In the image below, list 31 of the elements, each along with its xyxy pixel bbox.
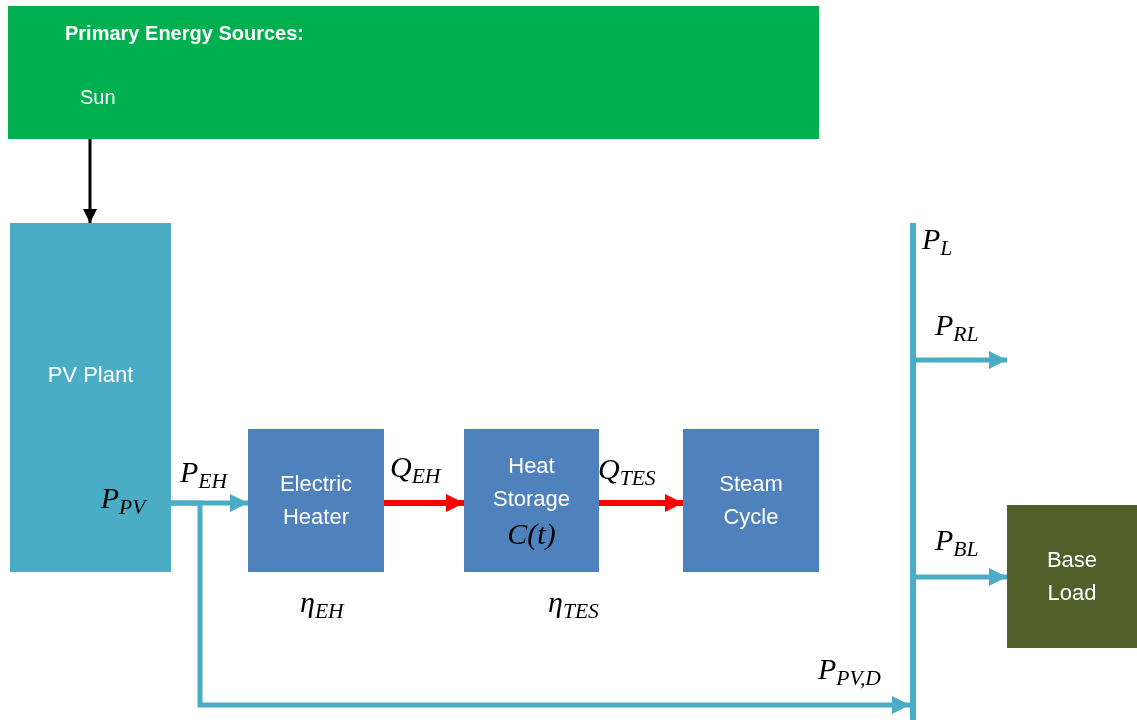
energy-sources-box <box>8 6 819 139</box>
edge-label: P$_{BL}$ <box>935 523 979 563</box>
arrow <box>916 351 1007 369</box>
arrow <box>599 494 683 512</box>
arrow <box>916 568 1007 586</box>
arrow <box>384 494 464 512</box>
node-label: Heat Storage <box>491 452 572 513</box>
base-load-box <box>1007 505 1137 648</box>
heat-storage-box <box>464 429 599 572</box>
node-label: Primary Energy Sources: <box>64 21 305 46</box>
math-symbol: η$_{TES}$ <box>548 585 599 625</box>
node-label: Base Load <box>1045 546 1099 607</box>
math-symbol: η$_{EH}$ <box>300 585 344 625</box>
bus-bar <box>910 223 916 720</box>
node-label: Electric Heater <box>278 470 354 531</box>
arrow <box>171 500 910 714</box>
math-symbol: P$_{L}$ <box>922 222 953 262</box>
pv-plant-box <box>10 223 171 572</box>
edge-label: P$_{PV,D}$ <box>818 652 881 692</box>
math-symbol: C(t) <box>506 517 557 550</box>
math-symbol: P$_{PV}$ <box>99 481 149 521</box>
node-label: Sun <box>79 85 117 110</box>
node-label: PV Plant <box>46 361 135 389</box>
node-label: Steam Cycle <box>718 470 784 531</box>
steam-cycle-box <box>683 429 819 572</box>
edge-label: Q$_{TES}$ <box>598 452 656 492</box>
edge-label: Q$_{EH}$ <box>390 450 441 490</box>
edge-label: P$_{EH}$ <box>180 455 228 495</box>
edge-label: P$_{RL}$ <box>935 308 979 348</box>
electric-heater-box <box>248 429 384 572</box>
arrow <box>83 139 97 223</box>
